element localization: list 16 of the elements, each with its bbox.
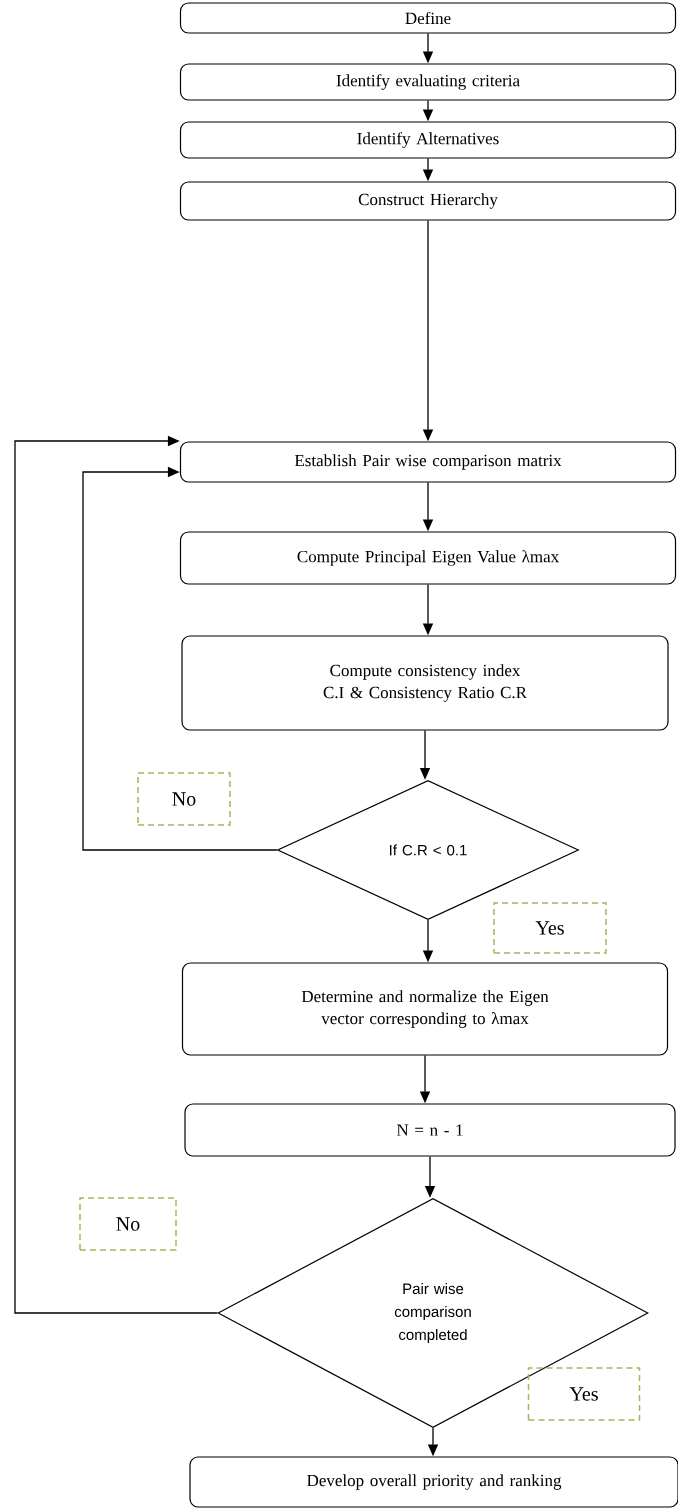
process-box: Compute consistency index C.I & Consistency Ratio C.R <box>181 635 669 731</box>
branch-label-box: Yes <box>527 1367 641 1421</box>
process-box: Define <box>179 2 677 34</box>
process-box: N = n - 1 <box>184 1103 676 1157</box>
process-box: Identify Alternatives <box>179 121 677 159</box>
process-box: Compute Principal Eigen Value λmax <box>179 531 677 585</box>
loop-arrow <box>14 435 219 1314</box>
loop-arrow <box>82 466 278 851</box>
branch-label-box: No <box>137 772 231 826</box>
process-box: Develop overall priority and ranking <box>189 1456 678 1508</box>
process-box: Construct Hierarchy <box>179 181 677 221</box>
process-box: Determine and normalize the Eigen vector corresponding to λmax <box>181 962 669 1056</box>
branch-label-box: No <box>79 1197 177 1251</box>
process-box: Identify evaluating criteria <box>179 63 677 101</box>
branch-label-box: Yes <box>493 902 607 954</box>
process-box: Establish Pair wise comparison matrix <box>179 441 677 483</box>
